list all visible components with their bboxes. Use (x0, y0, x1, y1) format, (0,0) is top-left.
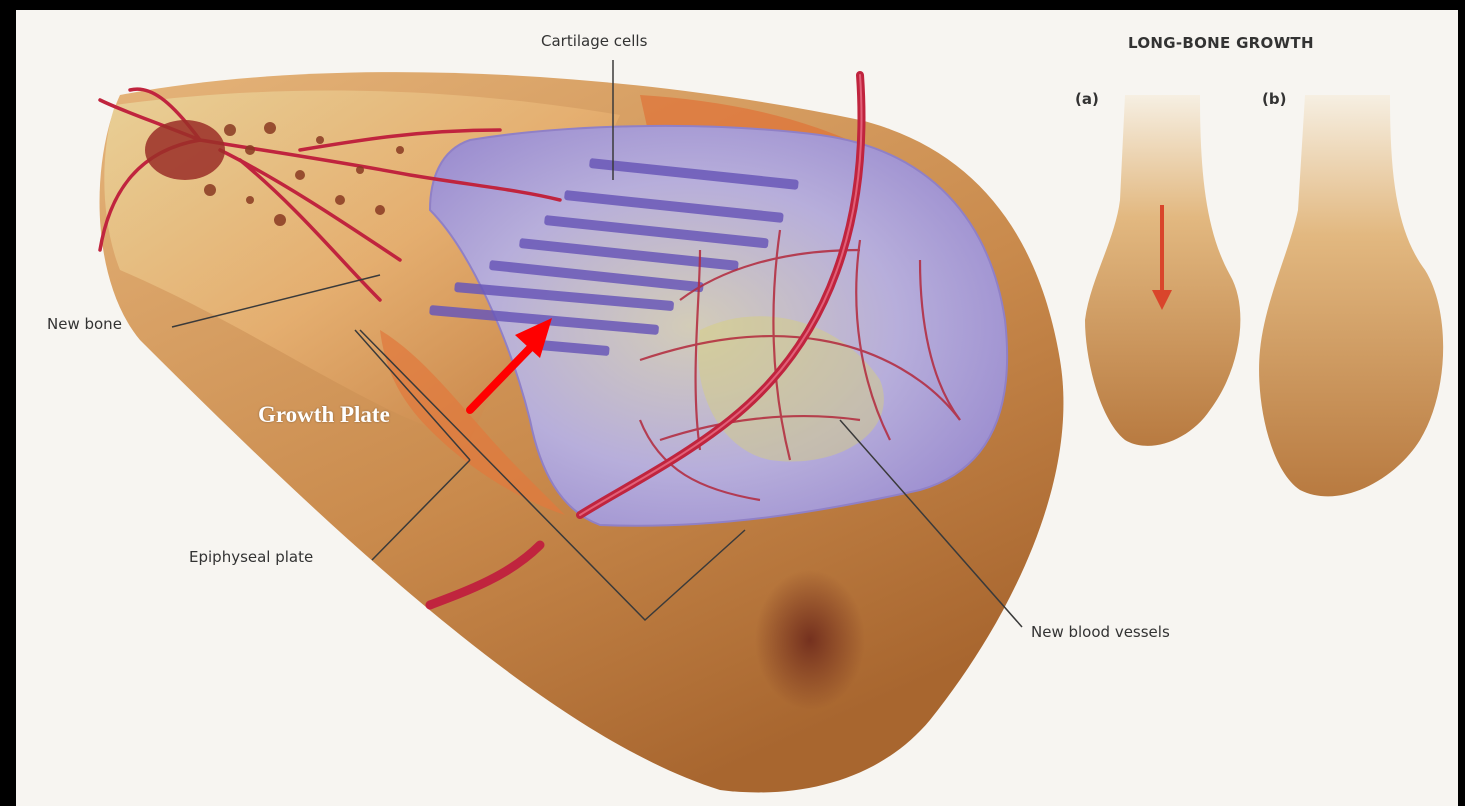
growth-plate-annotation: Growth Plate (258, 402, 390, 428)
figure-title: LONG-BONE GROWTH (1128, 34, 1314, 52)
callout-new-blood-vessels: New blood vessels (1031, 623, 1170, 641)
callout-new-bone: New bone (47, 315, 122, 333)
panel-label-a: (a) (1075, 90, 1099, 108)
callout-cartilage-cells: Cartilage cells (541, 32, 647, 50)
callout-epiphyseal-plate: Epiphyseal plate (189, 548, 313, 566)
bone-shading-spot (755, 570, 865, 710)
panel-label-b: (b) (1262, 90, 1286, 108)
